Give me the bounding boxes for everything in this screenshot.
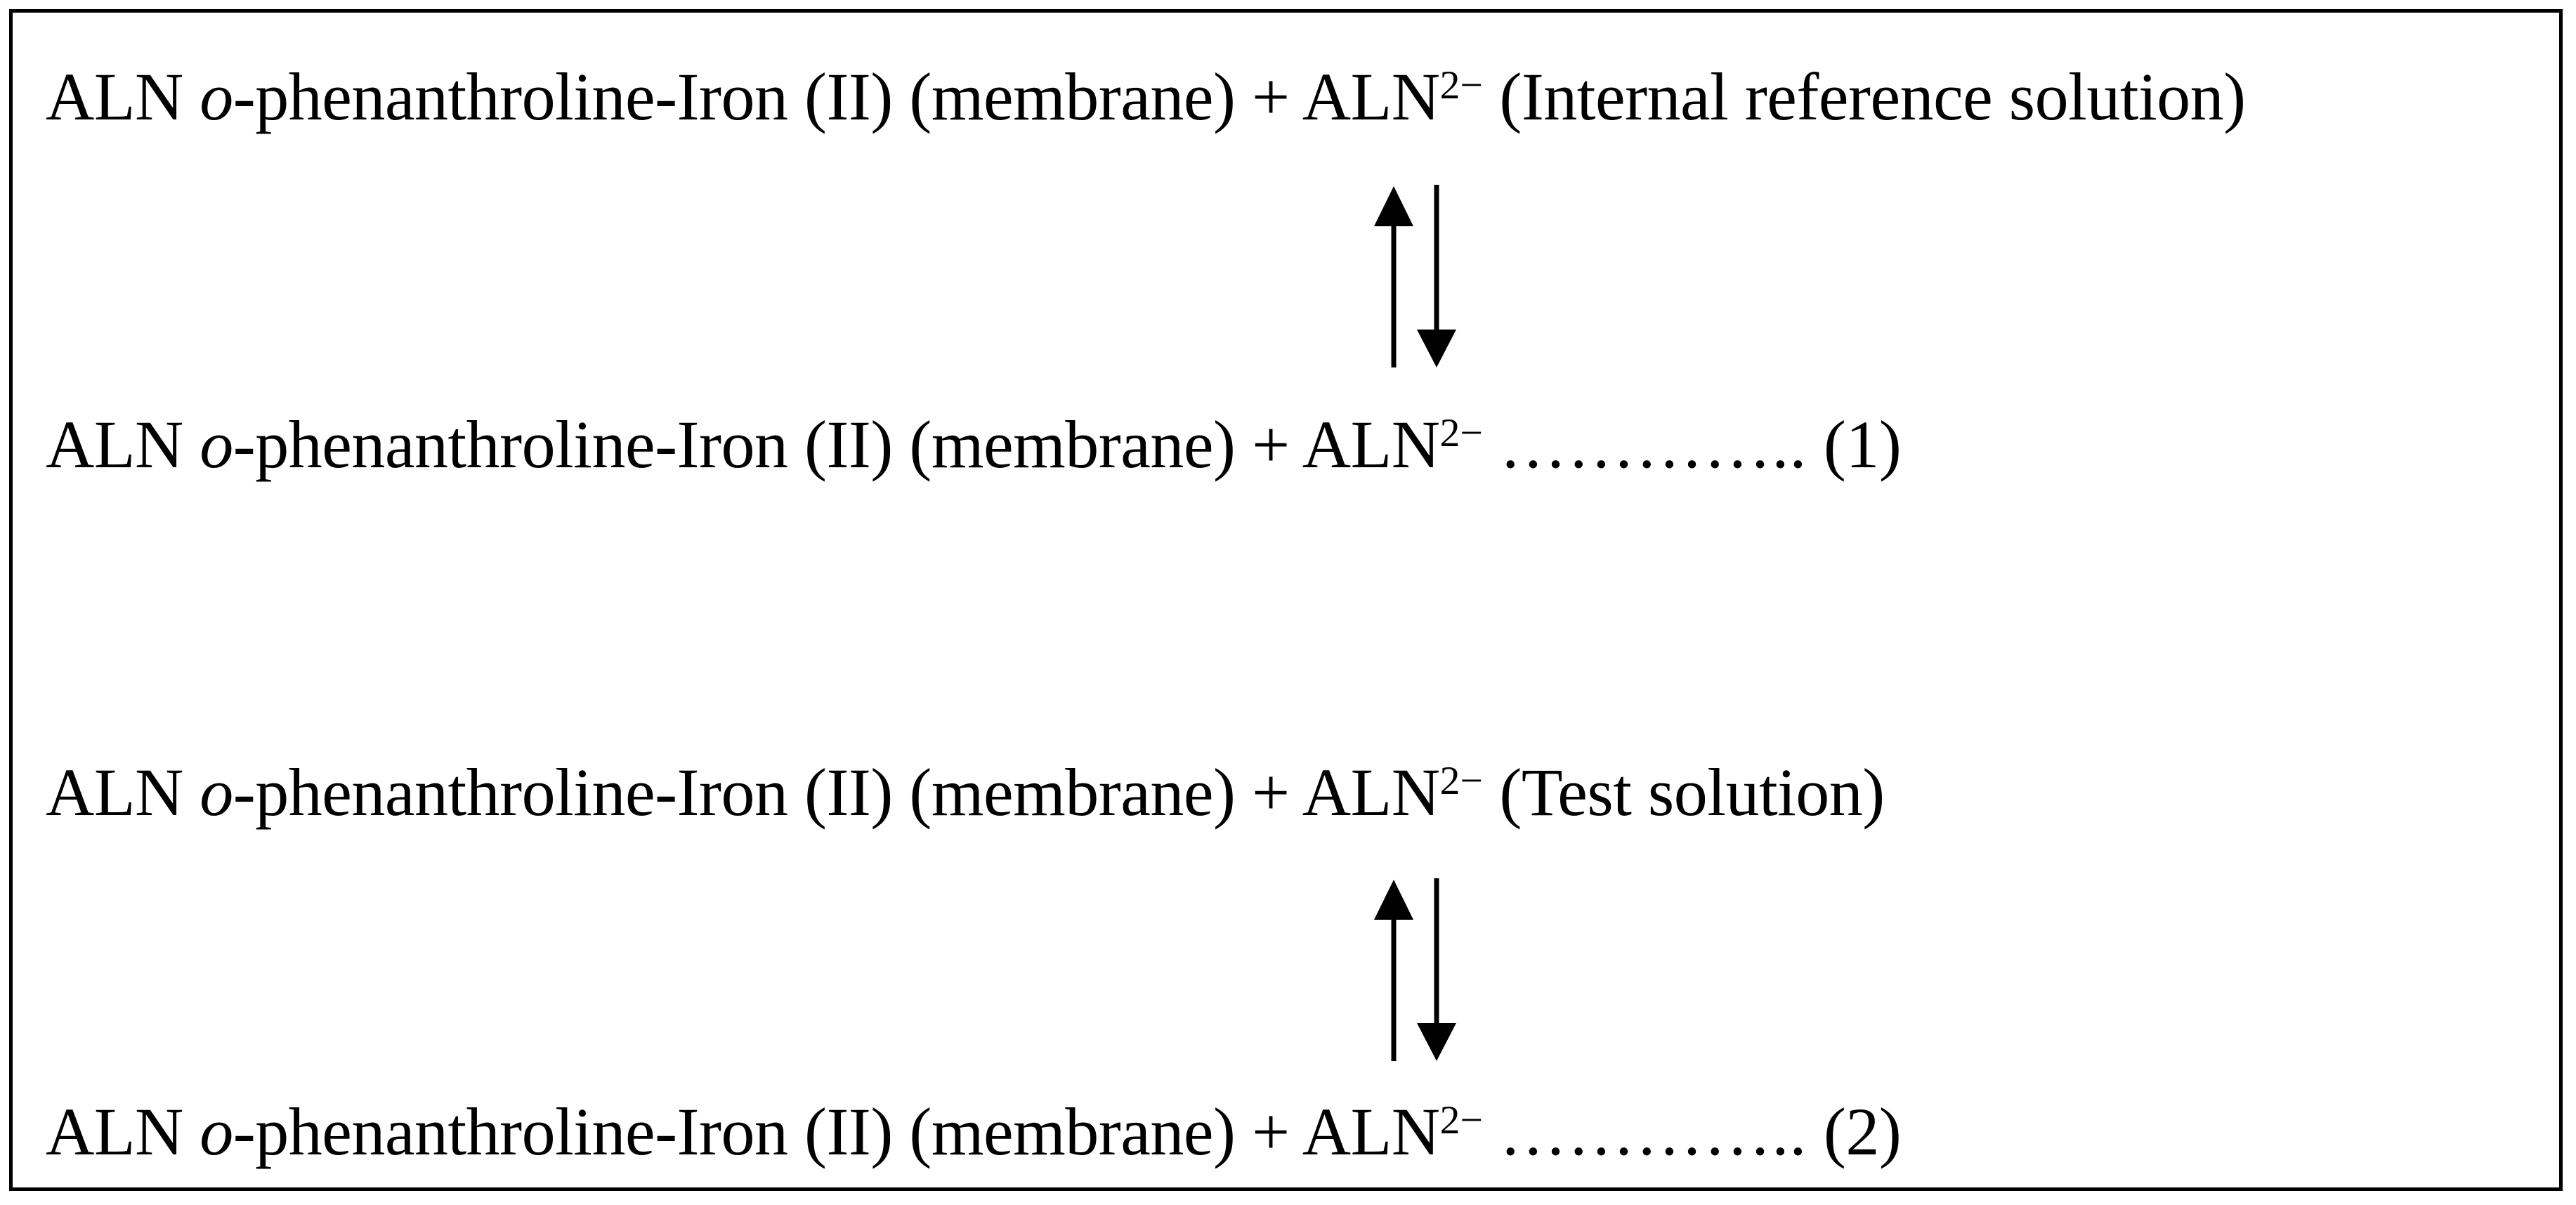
equation-4-superscript: 2− bbox=[1439, 1098, 1483, 1143]
equation-2-middle: -phenanthroline-Iron (II) (membrane) + A… bbox=[233, 407, 1440, 482]
reversible-arrows-upper bbox=[1362, 183, 1467, 370]
equation-2-prefix: ALN bbox=[46, 407, 200, 482]
equation-line-2: ALN o-phenanthroline-Iron (II) (membrane… bbox=[46, 411, 1902, 478]
equation-2-dots: ………….. bbox=[1499, 407, 1807, 482]
equation-1-prefix: ALN bbox=[46, 59, 200, 134]
equation-line-1: ALN o-phenanthroline-Iron (II) (membrane… bbox=[46, 63, 2246, 131]
down-arrow-icon bbox=[1417, 185, 1456, 367]
up-arrow-icon bbox=[1374, 186, 1413, 367]
equation-3-prefix: ALN bbox=[46, 755, 200, 830]
equation-2-suffix bbox=[1483, 407, 1500, 482]
down-arrow-icon bbox=[1417, 878, 1456, 1061]
up-arrow-icon bbox=[1374, 880, 1413, 1061]
equation-1-superscript: 2− bbox=[1439, 63, 1483, 108]
equation-4-number: (2) bbox=[1807, 1094, 1902, 1169]
equation-3-italic-o: o bbox=[200, 755, 233, 830]
equation-line-3: ALN o-phenanthroline-Iron (II) (membrane… bbox=[46, 759, 1885, 826]
equation-2-superscript: 2− bbox=[1439, 411, 1483, 456]
equation-1-middle: -phenanthroline-Iron (II) (membrane) + A… bbox=[233, 59, 1440, 134]
equation-4-middle: -phenanthroline-Iron (II) (membrane) + A… bbox=[233, 1094, 1440, 1169]
reversible-arrows-lower bbox=[1362, 877, 1467, 1063]
equation-1-suffix: (Internal reference solution) bbox=[1482, 59, 2246, 134]
equation-line-4: ALN o-phenanthroline-Iron (II) (membrane… bbox=[46, 1098, 1902, 1166]
equation-4-italic-o: o bbox=[200, 1094, 233, 1169]
equation-4-prefix: ALN bbox=[46, 1094, 200, 1169]
figure-frame: ALN o-phenanthroline-Iron (II) (membrane… bbox=[9, 9, 2563, 1191]
equation-1-italic-o: o bbox=[200, 59, 233, 134]
equation-2-number: (1) bbox=[1807, 407, 1902, 482]
equation-2-italic-o: o bbox=[200, 407, 233, 482]
equation-4-suffix bbox=[1483, 1094, 1500, 1169]
equation-3-middle: -phenanthroline-Iron (II) (membrane) + A… bbox=[233, 755, 1440, 830]
equation-4-dots: ………….. bbox=[1499, 1094, 1807, 1169]
equation-3-superscript: 2− bbox=[1439, 759, 1483, 804]
equation-3-suffix: (Test solution) bbox=[1482, 755, 1885, 830]
